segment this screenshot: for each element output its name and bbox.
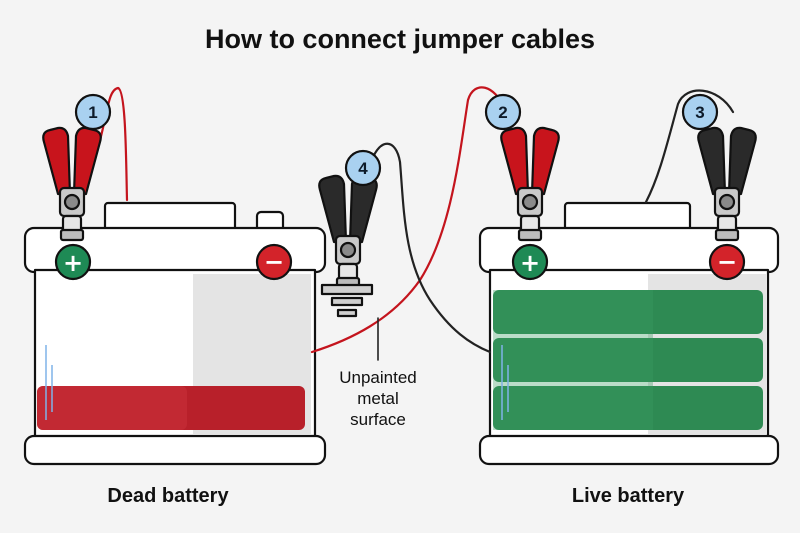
page-title: How to connect jumper cables bbox=[205, 24, 595, 54]
black-cable-clamp-4 bbox=[370, 142, 492, 354]
dead-positive-terminal: + bbox=[54, 243, 92, 281]
live-positive-symbol: + bbox=[520, 249, 540, 277]
live-battery-label: Live battery bbox=[572, 485, 685, 507]
dead-positive-symbol: + bbox=[63, 249, 83, 277]
step-number-3: 3 bbox=[695, 103, 704, 122]
live-battery: + − bbox=[478, 201, 780, 466]
step-number-4: 4 bbox=[358, 159, 368, 178]
clamp-3-black bbox=[697, 126, 757, 242]
clamp-1-red bbox=[42, 126, 102, 242]
ground-note-line-2: metal bbox=[357, 389, 399, 408]
step-number-2: 2 bbox=[498, 103, 507, 122]
step-badge-4: 4 bbox=[344, 149, 382, 187]
ground-note-line-1: Unpainted bbox=[339, 368, 417, 387]
ground-note: Unpainted metal surface bbox=[339, 368, 417, 429]
red-cable-clamp-2 bbox=[310, 86, 507, 354]
dead-negative-terminal: − bbox=[255, 243, 293, 281]
metal-surface bbox=[320, 283, 374, 318]
live-negative-symbol: − bbox=[717, 248, 737, 276]
dead-negative-symbol: − bbox=[264, 248, 284, 276]
dead-battery-label: Dead battery bbox=[107, 485, 229, 507]
dead-battery: + − bbox=[23, 201, 327, 466]
clamp-4-black bbox=[318, 174, 378, 290]
live-negative-terminal: − bbox=[708, 243, 746, 281]
black-cable-clamp-3 bbox=[644, 89, 735, 204]
live-battery-charge-bars bbox=[493, 290, 763, 430]
step-badge-2: 2 bbox=[484, 93, 522, 131]
ground-note-line-3: surface bbox=[350, 410, 406, 429]
step-badge-1: 1 bbox=[74, 93, 112, 131]
clamp-2-red bbox=[500, 126, 560, 242]
live-positive-terminal: + bbox=[511, 243, 549, 281]
step-badge-3: 3 bbox=[681, 93, 719, 131]
step-number-1: 1 bbox=[88, 103, 97, 122]
